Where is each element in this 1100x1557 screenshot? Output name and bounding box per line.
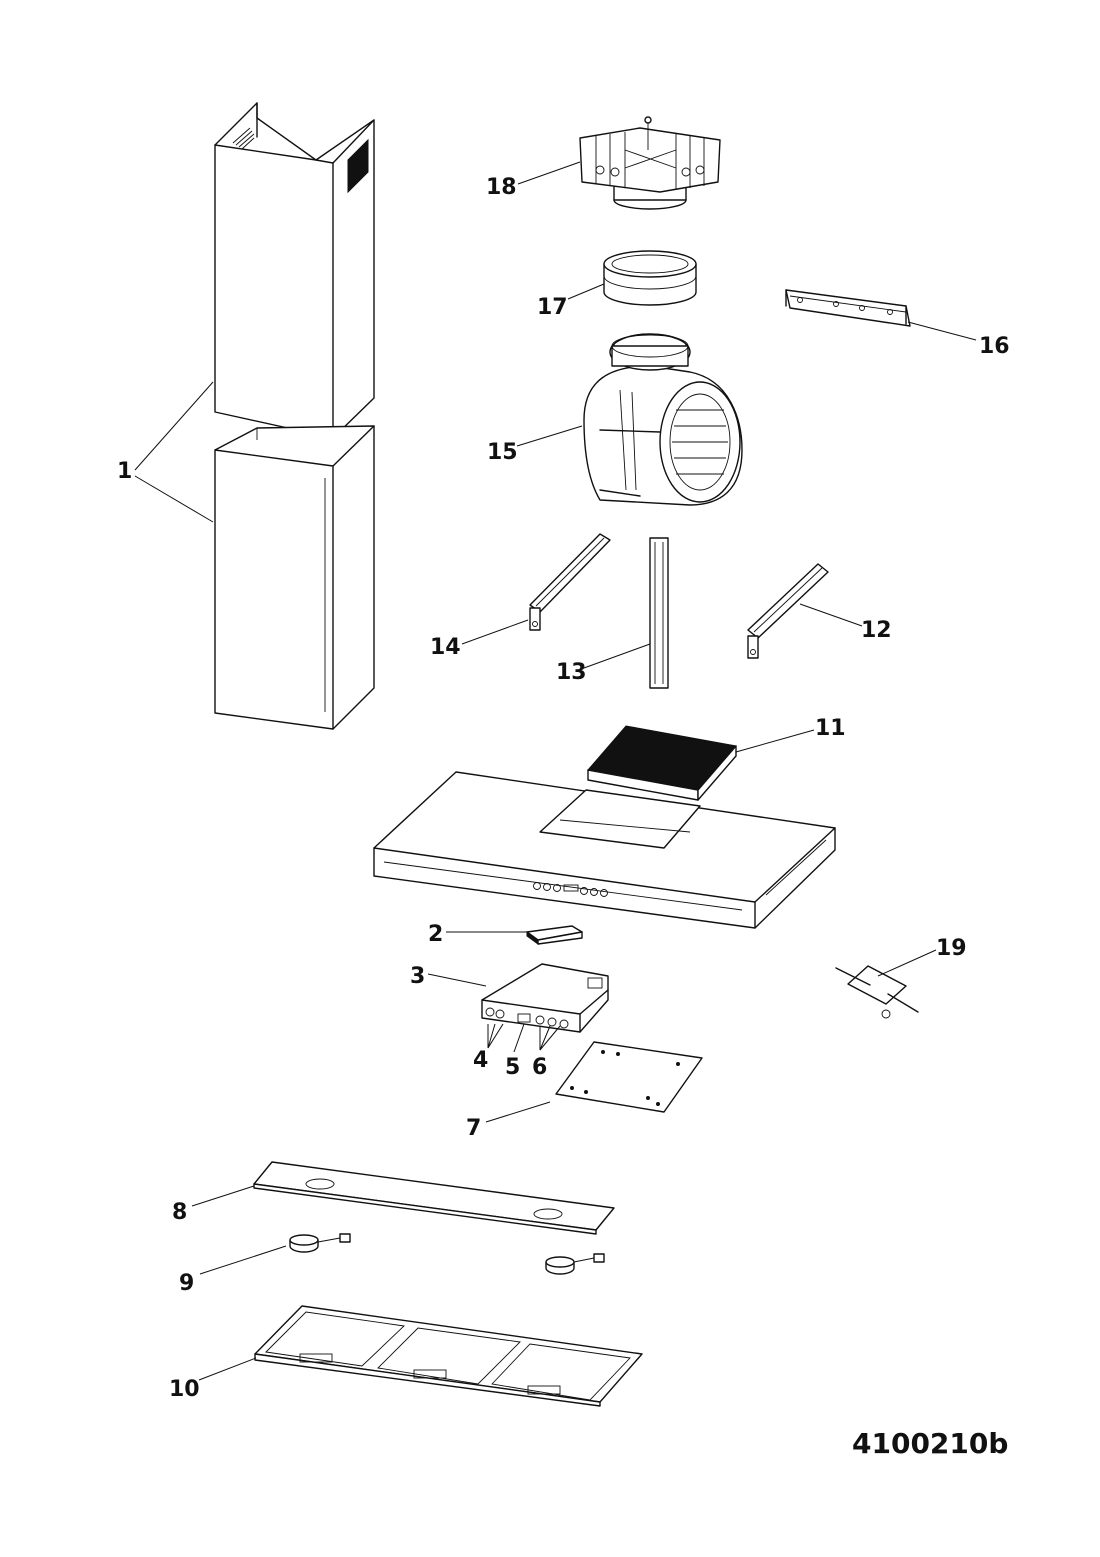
part-12-side-rail <box>747 563 829 659</box>
label-2: 2 <box>428 922 443 947</box>
label-1: 1 <box>117 459 132 484</box>
drawing-code: 4100210b <box>852 1427 1008 1460</box>
label-17: 17 <box>537 295 568 320</box>
part-9-light-left <box>289 1233 351 1253</box>
hood-canopy <box>373 771 836 929</box>
label-7: 7 <box>466 1116 481 1141</box>
label-16: 16 <box>979 334 1010 359</box>
part-labels: 1 2 3 4 5 6 7 8 9 10 11 12 13 14 15 16 1… <box>117 175 1010 1402</box>
label-13: 13 <box>556 660 587 685</box>
control-buttons <box>533 882 608 897</box>
part-1-chimney-upper <box>214 102 375 439</box>
part-1-chimney-lower <box>214 425 375 730</box>
part-18-motor-block <box>579 116 721 210</box>
part-16-bracket <box>785 289 911 327</box>
label-8: 8 <box>172 1200 187 1225</box>
label-15: 15 <box>487 440 518 465</box>
label-11: 11 <box>815 716 846 741</box>
part-11-carbon-filter <box>587 725 737 801</box>
leader-lines <box>134 161 977 1381</box>
part-8-light-panel <box>253 1161 615 1235</box>
label-19: 19 <box>936 936 967 961</box>
vent-grille-left <box>232 127 255 150</box>
label-3: 3 <box>410 964 425 989</box>
label-10: 10 <box>169 1377 200 1402</box>
part-15-fan-housing <box>583 333 743 506</box>
part-10-grease-filters <box>254 1305 643 1407</box>
label-12: 12 <box>861 618 892 643</box>
part-17-collar <box>603 250 697 306</box>
label-9: 9 <box>179 1271 194 1296</box>
vent-grille-right <box>347 138 369 194</box>
label-5: 5 <box>505 1055 520 1080</box>
label-14: 14 <box>430 635 461 660</box>
part-7-plate <box>555 1041 703 1113</box>
label-6: 6 <box>532 1055 547 1080</box>
part-3-control-board <box>481 963 609 1033</box>
part-19-junction-box <box>835 965 919 1019</box>
part-14-side-rail <box>529 533 611 631</box>
part-13-center-rail <box>649 537 669 689</box>
part-2-component <box>526 925 583 945</box>
label-4: 4 <box>473 1048 488 1073</box>
part-9-light-right <box>545 1253 605 1275</box>
label-18: 18 <box>486 175 517 200</box>
